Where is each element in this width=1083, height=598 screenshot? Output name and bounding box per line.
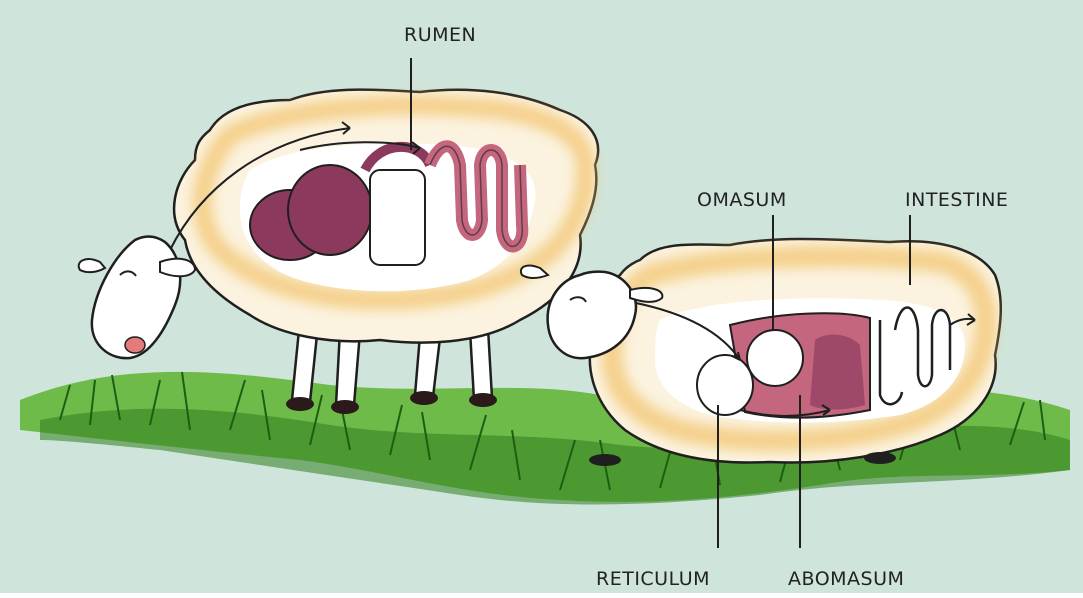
- intestine-label: INTESTINE: [905, 189, 1008, 211]
- omasum-label: OMASUM: [697, 189, 787, 211]
- rumen-label: RUMEN: [404, 24, 476, 46]
- abomasum-label: ABOMASUM: [788, 568, 904, 590]
- omasum-organ: [747, 330, 803, 386]
- reticulum-label: RETICULUM: [596, 568, 710, 590]
- reticulum-organ: [697, 355, 753, 415]
